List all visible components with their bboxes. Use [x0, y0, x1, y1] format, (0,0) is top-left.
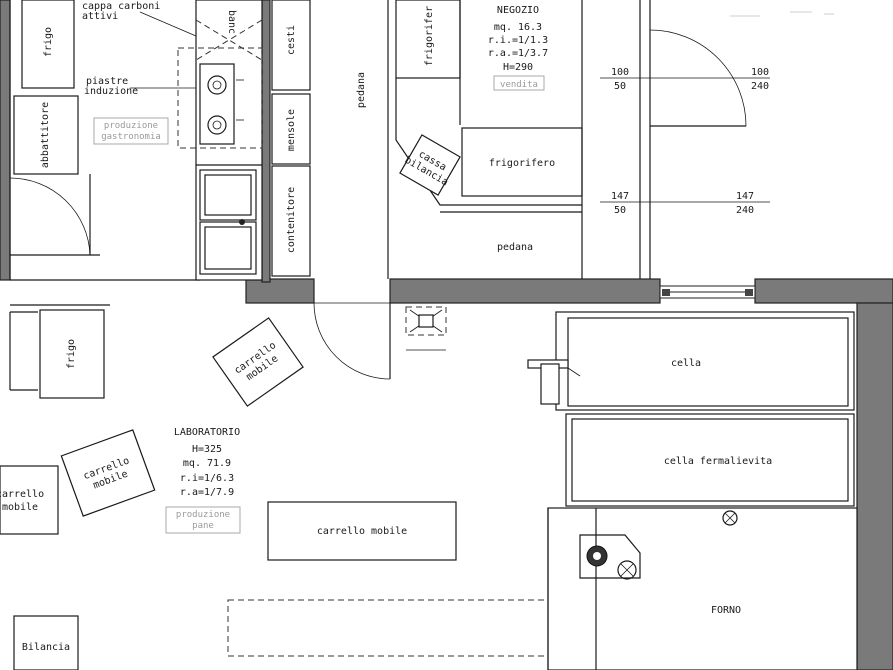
prod-gastro-label-1: produzione [104, 121, 158, 131]
door-swing [9, 177, 91, 256]
cella-fermalievita-inner [571, 418, 849, 502]
cestini-label: cesti [286, 25, 297, 55]
frigo-top-label: frigo [43, 27, 54, 57]
shelves-column: cesti mensole contenitore [271, 0, 311, 277]
lab-name: LABORATORIO [174, 427, 240, 438]
frigorifero-vertical [395, 0, 461, 79]
wall-segment [389, 278, 661, 304]
faint-marks [730, 11, 834, 17]
zone-tag-pane [165, 506, 241, 534]
window-2a-bot: 50 [614, 205, 626, 216]
lab-use-2: pane [192, 521, 214, 531]
forno-fan-housing [579, 534, 641, 579]
forno-label: FORNO [711, 605, 741, 616]
sink-2-basin [204, 226, 252, 270]
negozio-use: vendita [500, 80, 538, 90]
wall-segment [261, 0, 271, 283]
carrello-3-label-a: carrello [0, 489, 44, 500]
frigorifero-horizontal [461, 127, 583, 197]
cella-inner [567, 317, 849, 407]
contenitore-label: contenitore [286, 187, 297, 253]
mensole-label: mensole [286, 109, 297, 151]
negozio-name: NEGOZIO [497, 5, 539, 16]
carrello-horizontal-label: carrello mobile [317, 526, 407, 537]
negozio-area: frigorifer cassa bilancia frigorifero pe… [395, 0, 770, 279]
zone-tag-vendita [493, 75, 545, 91]
cappa-label: cappa carboni [82, 1, 160, 12]
vent-icon [722, 510, 738, 526]
abbattitore [13, 95, 79, 175]
mensole-shelf [271, 93, 311, 165]
wall-segment [856, 302, 893, 670]
forno-outer [547, 507, 858, 670]
lab-mq: mq. 71.9 [183, 458, 231, 469]
shop-door-swing [649, 29, 747, 127]
carrello-mobile-1: carrello mobile [212, 317, 304, 407]
dashed-table [227, 599, 549, 657]
prod-gastro-label-2: gastronomia [101, 132, 161, 142]
frigo-lower-label: frigo [66, 339, 77, 369]
carrello-mobile-2: carrello mobile [60, 429, 156, 517]
cella-label: cella [671, 358, 701, 369]
frigorifero-vertical-label: frigorifer [424, 6, 435, 66]
frigo-top-left [21, 0, 75, 89]
lab-ri: r.i=1/6.3 [180, 473, 234, 484]
window-2b-top: 147 [736, 191, 754, 202]
hood-outline [177, 47, 263, 149]
negozio-ri: r.i.=1/1.3 [488, 35, 548, 46]
lab-ra: r.a=1/7.9 [180, 487, 234, 498]
piastre-label: piastre [86, 76, 128, 87]
cestini-shelf [271, 0, 311, 91]
wall-segment [245, 278, 315, 304]
wall-segment [0, 0, 11, 281]
frigo-lower [39, 309, 105, 399]
carrello-3-label-b: mobile [2, 502, 38, 513]
pedana-vertical-label: pedana [356, 72, 367, 108]
carrello-mobile-horizontal [267, 501, 457, 561]
window-frame [659, 285, 756, 299]
wall-segment [754, 278, 893, 304]
pedana-horizontal-label: pedana [497, 242, 533, 253]
cooktop [199, 63, 235, 145]
window-2a-top: 147 [611, 191, 629, 202]
cella-door-handle [540, 363, 560, 405]
contenitore-shelf [271, 165, 311, 277]
negozio-h: H=290 [503, 62, 533, 73]
window-2b-bot: 240 [736, 205, 754, 216]
bilancia-box [13, 615, 79, 670]
induzione-label: induzione [84, 86, 138, 97]
negozio-ra: r.a.=1/3.7 [488, 48, 548, 59]
bilancia-label: Bilancia [22, 642, 70, 653]
sink-1-basin [204, 174, 252, 216]
window-1a-bot: 50 [614, 81, 626, 92]
lab-door-swing [313, 302, 391, 380]
lab-use-1: produzione [176, 510, 230, 520]
carrello-mobile-3 [0, 465, 59, 535]
lab-h: H=325 [192, 444, 222, 455]
laboratorio-area: frigo carrello mobile carrello mobile ca… [0, 302, 858, 670]
cassa-bilancia: cassa bilancia [399, 134, 461, 196]
attivi-label: attivi [82, 11, 118, 22]
floor-drain [405, 306, 447, 336]
frigorifero-horizontal-label: frigorifero [489, 158, 555, 169]
window-1a-top: 100 [611, 67, 629, 78]
window-1b-bot: 240 [751, 81, 769, 92]
zone-tag-gastronomia [93, 117, 169, 145]
window-1b-top: 100 [751, 67, 769, 78]
upper-left-area: frigo abbattitore cappa carboni attivi p… [9, 0, 263, 306]
abbattitore-label: abbattitore [40, 102, 51, 168]
valve-icon [617, 560, 637, 580]
negozio-mq: mq. 16.3 [494, 22, 542, 33]
cella-fermalievita-label: cella fermalievita [664, 456, 772, 467]
banco-label: banc [226, 10, 237, 34]
